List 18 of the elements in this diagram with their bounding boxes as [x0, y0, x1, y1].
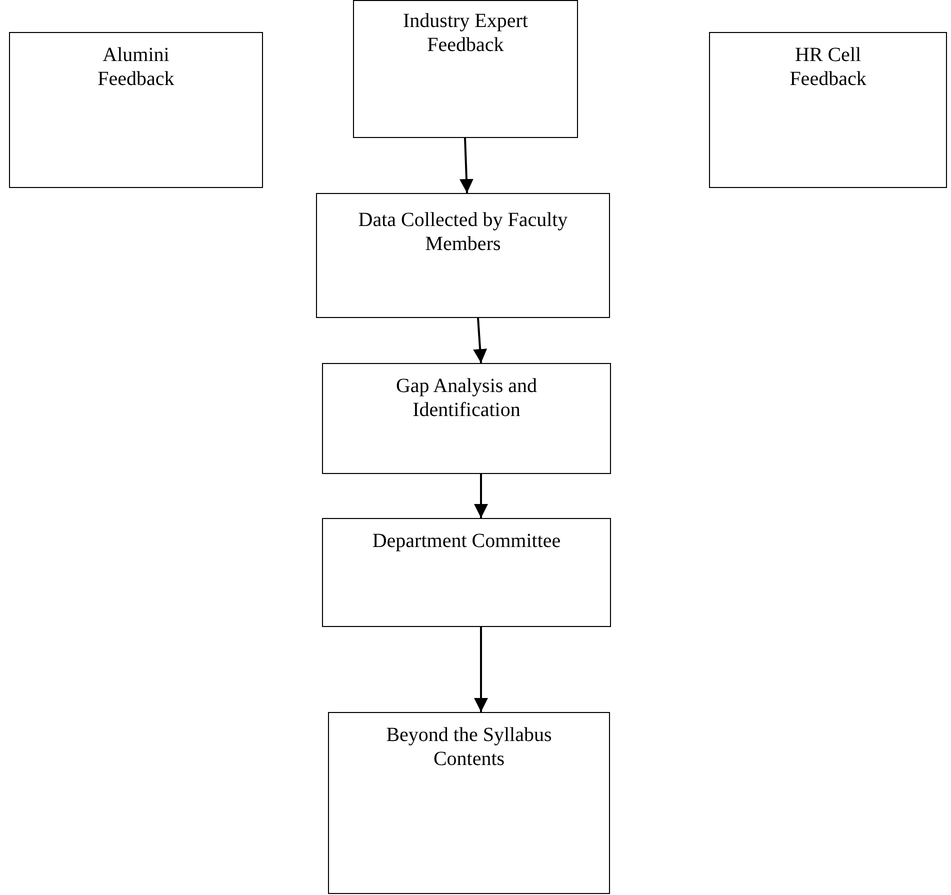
arrow: [474, 474, 488, 518]
process-box: [322, 518, 611, 627]
arrow: [474, 627, 488, 712]
box-label: Department Committee: [372, 529, 561, 553]
box-label: Beyond the Syllabus Contents: [385, 723, 553, 771]
arrow: [473, 318, 488, 364]
process-box: [709, 32, 947, 188]
box-label: HR Cell Feedback: [790, 43, 866, 91]
process-box: [322, 363, 611, 474]
box-label: Data Collected by Faculty Members: [357, 208, 569, 256]
box-label: Alumini Feedback: [96, 43, 176, 91]
box-label: Gap Analysis and Identification: [394, 374, 538, 422]
arrow: [460, 138, 474, 194]
process-box: [353, 0, 578, 138]
process-box: [9, 32, 263, 188]
process-box: [316, 193, 610, 318]
box-label: Industry Expert Feedback: [402, 9, 529, 57]
process-box: [328, 712, 610, 894]
